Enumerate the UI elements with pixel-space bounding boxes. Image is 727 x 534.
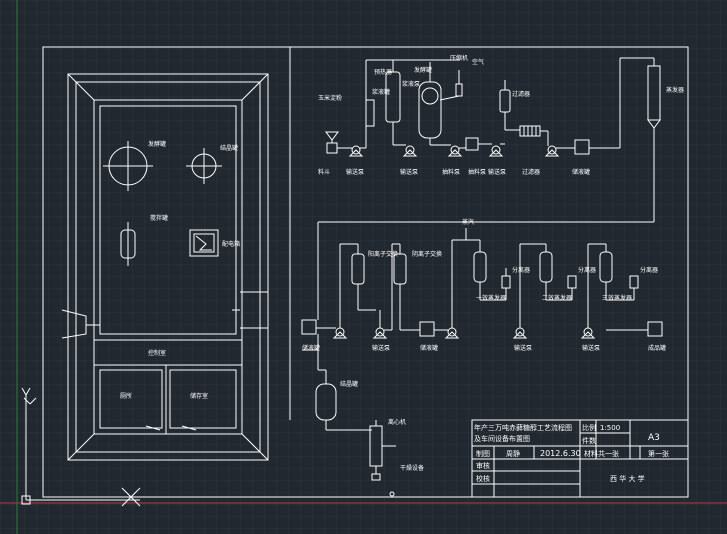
flow-label-effect-2: 二效蒸发器 bbox=[542, 294, 572, 302]
sheet-label: 件数 bbox=[582, 436, 596, 445]
scale-label: 比例 bbox=[582, 423, 596, 432]
flow-label-crystallizer: 结晶罐 bbox=[340, 380, 358, 388]
flow-label-corn-starch: 玉米淀粉 bbox=[318, 94, 342, 102]
flow-label-steam: 蒸汽 bbox=[462, 218, 474, 226]
process-flow-top bbox=[317, 57, 661, 320]
flow-label-preheater: 预热器 bbox=[374, 68, 392, 76]
flow-label-air: 空气 bbox=[472, 58, 484, 66]
flow-bottom-label-pump-4: 抽料泵 bbox=[468, 168, 486, 176]
plan-room-labels: 发酵罐 结晶罐 搅拌罐 控制室 厕所 储存室 配电箱 bbox=[120, 140, 240, 400]
flow-bottom-label-product-tank: 成品罐 bbox=[648, 344, 666, 352]
drawn-by: 周静 bbox=[506, 449, 520, 458]
scale-value: 1:500 bbox=[600, 424, 620, 432]
title-block bbox=[471, 419, 689, 498]
flow-bottom-label-filter: 过滤器 bbox=[522, 168, 540, 176]
flow-bottom-label-pump-3: 抽料泵 bbox=[442, 168, 460, 176]
flow-label-slurry-tank: 浆液罐 bbox=[372, 88, 390, 96]
flow-label-separator-3: 分离器 bbox=[640, 266, 658, 274]
sheet-count-a: 共一张 bbox=[598, 449, 619, 458]
flow-bottom-label-pump-2: 输送泵 bbox=[400, 168, 418, 176]
flow-bottom-label-pump-5: 输送泵 bbox=[488, 168, 506, 176]
flow-bottom-label-tank-2: 储液罐 bbox=[420, 344, 438, 352]
reviewed-label: 校核 bbox=[476, 474, 490, 483]
flow-bottom-label-pump-8: 输送泵 bbox=[582, 344, 600, 352]
flow-label-cation: 阳离子交换 bbox=[368, 250, 398, 258]
drawing-title-line1: 年产三万吨赤藓糖醇工艺流程图 bbox=[474, 423, 572, 432]
flow-label-slurry-pump: 浆液泵 bbox=[402, 80, 420, 88]
flow-label-evaporator: 蒸发器 bbox=[666, 86, 684, 94]
plan-label-stirring-tank: 搅拌罐 bbox=[150, 214, 168, 222]
flow-bottom-label-hopper: 料斗 bbox=[318, 168, 330, 176]
ucs-icon bbox=[21, 387, 141, 507]
process-flow-bottom bbox=[301, 228, 663, 497]
flow-label-separator-1: 分离器 bbox=[512, 266, 530, 274]
plan-label-toilet: 厕所 bbox=[120, 392, 132, 400]
flow-label-dryer: 干燥设备 bbox=[400, 464, 424, 472]
plan-label-fermenter: 发酵罐 bbox=[148, 140, 166, 148]
workshop-plan bbox=[61, 73, 269, 461]
school-name: 西 华 大 学 bbox=[610, 474, 645, 483]
flow-bottom-label-tank-1: 储液罐 bbox=[302, 344, 320, 352]
outer-border bbox=[42, 46, 689, 498]
flow-label-centrifuge: 离心机 bbox=[388, 418, 406, 426]
drawn-by-label: 制图 bbox=[476, 449, 490, 458]
title-block-text: 年产三万吨赤藓糖醇工艺流程图 及车间设备布置图 比例 1:500 件数 A3 制… bbox=[474, 423, 669, 483]
flow-label-fermenter: 发酵罐 bbox=[414, 66, 432, 74]
flow-bottom-label-pump-7: 输送泵 bbox=[514, 344, 532, 352]
flow-label-effect-3: 三效蒸发器 bbox=[602, 294, 632, 302]
flow-bottom-label-pump-1: 输送泵 bbox=[346, 168, 364, 176]
flow-label-effect-1: 一效蒸发器 bbox=[476, 294, 506, 302]
flow-labels: 玉米淀粉 浆液罐 浆液泵 预热器 发酵罐 压缩机 空气 过滤器 蒸发器 料斗 输… bbox=[302, 54, 684, 472]
plan-label-control-room: 控制室 bbox=[148, 349, 166, 357]
plan-label-crystallizer: 结晶罐 bbox=[220, 144, 238, 152]
drawing-title-line2: 及车间设备布置图 bbox=[474, 434, 530, 443]
plan-label-electric-box: 配电箱 bbox=[222, 240, 240, 248]
material-label: 材料 bbox=[584, 449, 598, 458]
drawing-date: 2012.6.30 bbox=[540, 449, 581, 458]
sheet-count-b: 第一张 bbox=[648, 449, 669, 458]
flow-label-compressor: 压缩机 bbox=[450, 54, 468, 62]
flow-label-separator-2: 分离器 bbox=[578, 266, 596, 274]
flow-bottom-label-pump-6: 输送泵 bbox=[372, 344, 390, 352]
flow-label-filter: 过滤器 bbox=[512, 90, 530, 98]
plan-label-storage: 储存室 bbox=[190, 392, 208, 400]
flow-bottom-label-storage: 储液罐 bbox=[572, 168, 590, 176]
sheet-size: A3 bbox=[648, 433, 660, 443]
flow-label-anion: 阴离子交换 bbox=[412, 250, 442, 258]
checked-label: 审核 bbox=[476, 461, 490, 470]
